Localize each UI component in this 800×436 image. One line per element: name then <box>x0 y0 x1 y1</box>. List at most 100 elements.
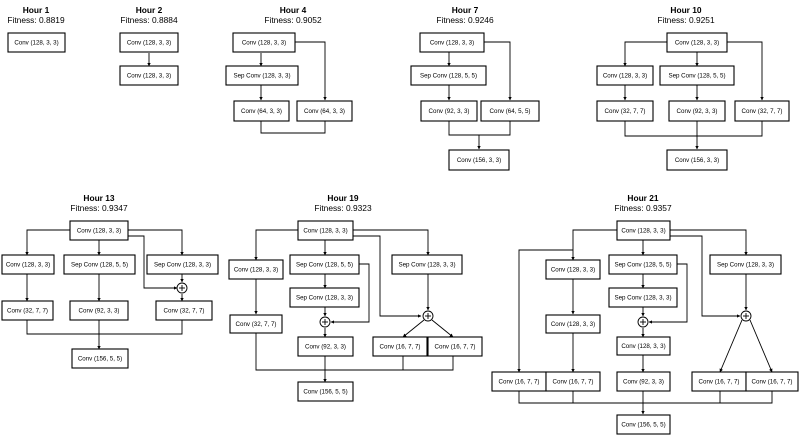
panel-hour-7: Hour 7 Fitness: 0.9246 <box>436 5 494 25</box>
layer-label: Conv (92, 3, 3) <box>305 344 346 351</box>
layer-label: Conv (16, 7, 7) <box>380 344 421 351</box>
edge <box>670 235 741 318</box>
edge <box>353 229 430 256</box>
layer-label: Sep Conv (128, 3, 3) <box>398 262 455 269</box>
edge <box>295 41 327 101</box>
layer-label: Conv (32, 7, 7) <box>742 108 783 115</box>
layer-node: Sep Conv (128, 5, 5) <box>659 65 735 86</box>
layer-node: Conv (156, 5, 5) <box>297 381 354 402</box>
layer-node: Conv (16, 7, 7) <box>545 371 601 392</box>
edge <box>648 263 688 324</box>
layer-label: Conv (92, 3, 3) <box>429 108 470 115</box>
layer-node: Conv (92, 3, 3) <box>668 100 726 122</box>
panel-hour-10: Hour 10 Fitness: 0.9251 <box>657 5 715 25</box>
layer-node: Conv (16, 7, 7) <box>427 336 483 357</box>
layer-node: Sep Conv (128, 3, 3) <box>391 254 463 275</box>
layer-label: Conv (128, 3, 3) <box>621 343 665 350</box>
panel-fitness: Fitness: 0.9323 <box>314 203 372 213</box>
edge <box>749 319 773 373</box>
layer-label: Conv (32, 7, 7) <box>236 321 277 328</box>
panel-title: Hour 7 <box>452 5 479 15</box>
layer-label: Conv (128, 3, 3) <box>234 267 278 274</box>
edge <box>25 229 70 256</box>
edge-merge <box>624 121 763 137</box>
layer-label: Sep Conv (128, 3, 3) <box>233 73 290 80</box>
edge <box>670 229 748 256</box>
layer-label: Conv (64, 3, 3) <box>241 108 282 115</box>
panel-title: Hour 19 <box>327 193 359 203</box>
layer-label: Conv (128, 3, 3) <box>551 321 595 328</box>
layer-label: Conv (156, 5, 5) <box>303 389 347 396</box>
edge <box>719 319 743 373</box>
edge <box>402 319 425 338</box>
add-nodes <box>176 282 752 328</box>
layer-node: Sep Conv (128, 5, 5) <box>608 254 678 275</box>
panel-fitness: Fitness: 0.9357 <box>614 203 672 213</box>
layer-label: Conv (64, 3, 3) <box>304 108 345 115</box>
layer-node: Conv (92, 3, 3) <box>69 300 129 321</box>
layer-node: Sep Conv (128, 3, 3) <box>709 254 782 275</box>
layer-node: Conv (156, 3, 3) <box>448 149 510 171</box>
layer-label: Sep Conv (128, 5, 5) <box>668 73 725 80</box>
panel-title: Hour 13 <box>83 193 115 203</box>
layer-label: Conv (128, 3, 3) <box>242 40 286 47</box>
layer-node: Conv (92, 3, 3) <box>616 371 671 392</box>
edge <box>431 319 454 338</box>
layer-node: Conv (128, 3, 3) <box>616 220 671 241</box>
layer-label: Conv (128, 3, 3) <box>6 262 50 269</box>
layer-node: Conv (128, 3, 3) <box>616 336 671 356</box>
layer-node: Conv (128, 3, 3) <box>419 32 485 53</box>
layer-node: Conv (64, 3, 3) <box>296 100 353 122</box>
layer-label: Conv (128, 3, 3) <box>603 73 647 80</box>
layer-label: Conv (16, 7, 7) <box>553 379 594 386</box>
layer-node: Conv (128, 3, 3) <box>666 32 728 53</box>
panel-hour-19: Hour 19 Fitness: 0.9323 <box>314 193 372 213</box>
edge <box>484 41 512 101</box>
layer-node: Conv (16, 7, 7) <box>491 371 547 392</box>
panel-fitness: Fitness: 0.9052 <box>264 15 322 25</box>
layer-label: Conv (156, 3, 3) <box>457 157 501 164</box>
edge-merge <box>255 333 454 371</box>
layer-node: Conv (16, 7, 7) <box>691 371 747 392</box>
layer-label: Conv (32, 7, 7) <box>164 308 205 315</box>
edge <box>623 41 667 67</box>
layer-label: Conv (92, 3, 3) <box>677 108 718 115</box>
layer-label: Conv (92, 3, 3) <box>79 308 120 315</box>
panel-fitness: Fitness: 0.9347 <box>70 203 128 213</box>
layer-label: Conv (128, 3, 3) <box>675 40 719 47</box>
layer-label: Conv (156, 3, 3) <box>675 157 719 164</box>
layer-node: Conv (128, 3, 3) <box>297 220 354 241</box>
edge <box>128 235 178 290</box>
add-icon <box>422 310 434 322</box>
layer-node: Sep Conv (128, 5, 5) <box>410 65 487 86</box>
layer-node: Conv (128, 3, 3) <box>69 220 129 241</box>
layer-node: Conv (156, 5, 5) <box>616 414 671 435</box>
layer-node: Sep Conv (128, 3, 3) <box>289 287 360 308</box>
layer-node: Conv (128, 3, 3) <box>232 32 296 53</box>
layer-node: Sep Conv (128, 5, 5) <box>63 254 136 275</box>
add-icon <box>176 282 188 294</box>
edge <box>517 249 573 373</box>
add-icon <box>319 316 331 328</box>
edge-merge <box>518 391 773 404</box>
layer-label: Conv (64, 5, 5) <box>490 108 531 115</box>
layer-label: Conv (128, 3, 3) <box>430 40 474 47</box>
layer-label: Sep Conv (128, 3, 3) <box>296 295 353 302</box>
edge <box>330 263 370 324</box>
layer-label: Conv (128, 3, 3) <box>127 73 171 80</box>
layer-node: Conv (32, 7, 7) <box>596 100 654 122</box>
panel-fitness: Fitness: 0.9251 <box>657 15 715 25</box>
layer-node: Conv (92, 3, 3) <box>297 336 354 357</box>
layer-node: Conv (128, 3, 3) <box>596 65 654 86</box>
layer-node: Conv (128, 3, 3) <box>7 32 66 53</box>
layer-label: Conv (92, 3, 3) <box>623 379 664 386</box>
layer-label: Sep Conv (128, 3, 3) <box>154 262 211 269</box>
layer-label: Sep Conv (128, 3, 3) <box>717 262 774 269</box>
panel-fitness: Fitness: 0.8819 <box>7 15 65 25</box>
layer-label: Conv (16, 7, 7) <box>699 379 740 386</box>
layer-node: Conv (16, 7, 7) <box>745 371 799 392</box>
panel-fitness: Fitness: 0.8884 <box>120 15 178 25</box>
layer-node: Conv (128, 3, 3) <box>119 65 179 86</box>
panel-hour-13: Hour 13 Fitness: 0.9347 <box>70 193 128 213</box>
layer-label: Conv (128, 3, 3) <box>303 228 347 235</box>
